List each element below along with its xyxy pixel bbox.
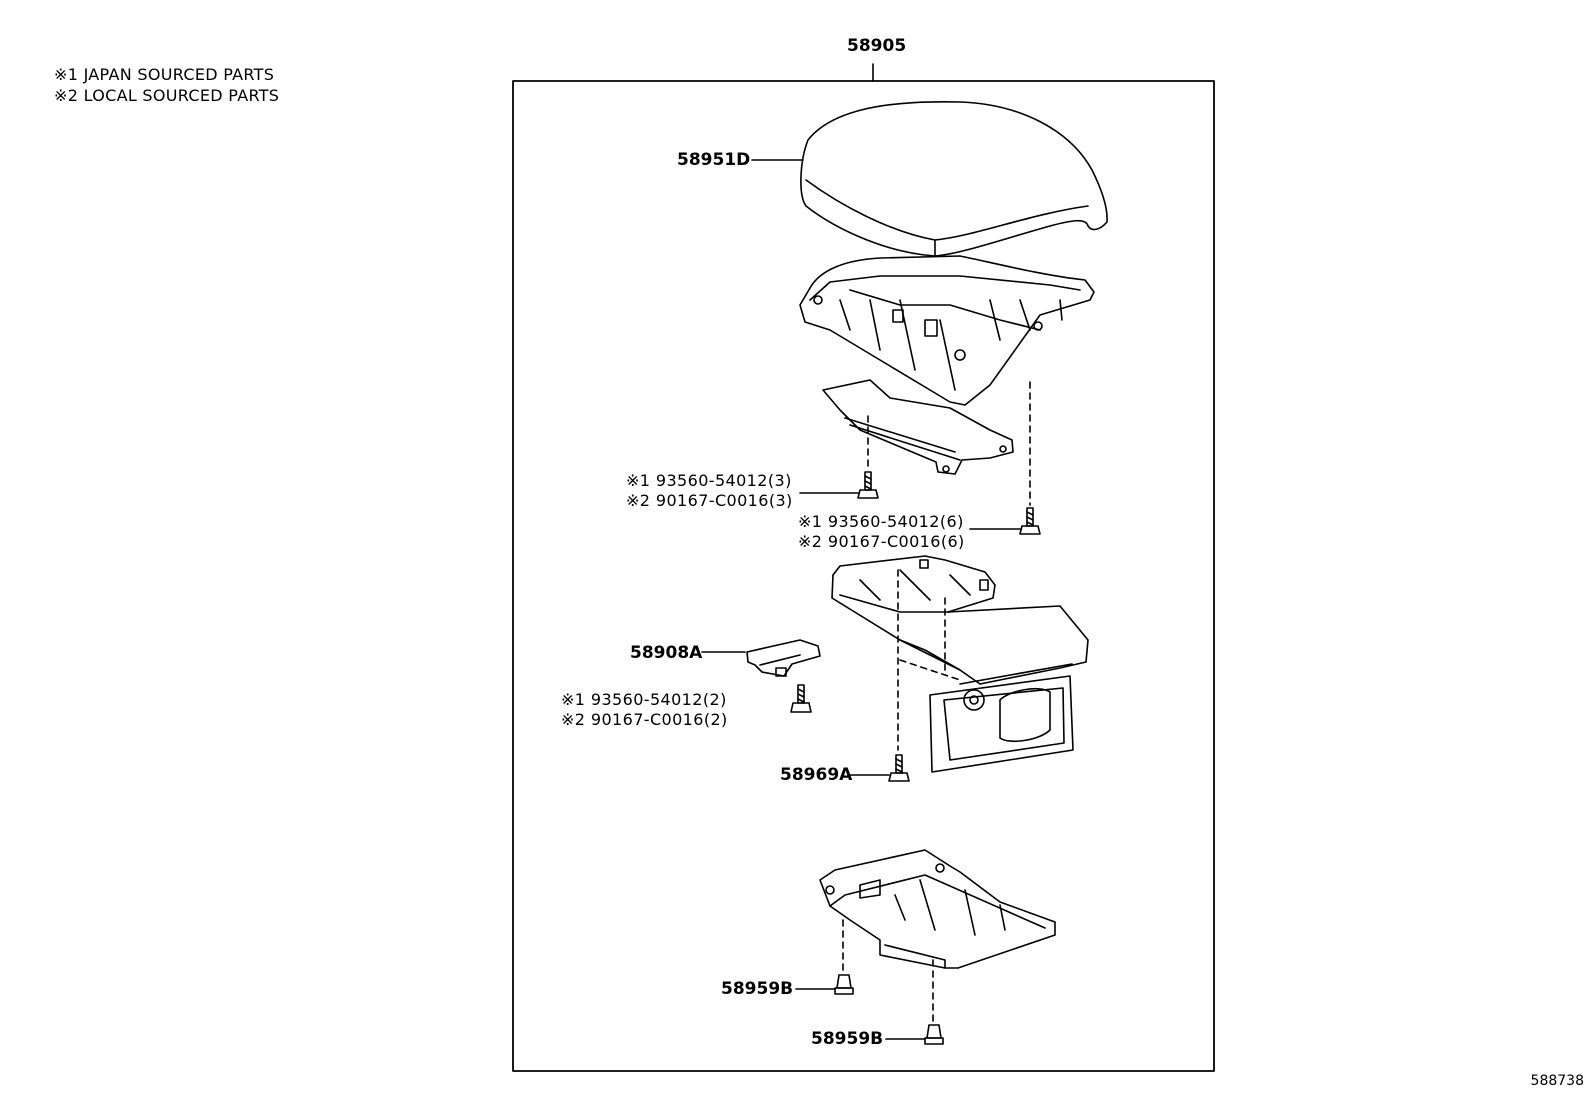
assembly-number: 58905 <box>847 36 907 56</box>
screw-upper-right-local: ※2 90167-C0016(6) <box>798 532 965 551</box>
screw-mid-left-japan: ※1 93560-54012(2) <box>561 690 727 709</box>
screw-upper-right-drawing <box>1019 507 1041 535</box>
screw-upper-left-japan: ※1 93560-54012(3) <box>626 471 792 490</box>
screw-upper-left-drawing <box>857 471 879 499</box>
screw-lower-drawing <box>888 754 910 782</box>
screw-mid-left-drawing <box>790 684 812 713</box>
assembly-frame <box>512 80 1215 1072</box>
hinge-base-drawing <box>831 555 1089 773</box>
armrest-lid-cover-drawing <box>800 100 1108 257</box>
lid-frame-drawing <box>799 255 1095 406</box>
screw-upper-left-callout: ※1 93560-54012(3) ※2 90167-C0016(3) <box>626 471 793 511</box>
bracket-part-number: 58908A <box>630 643 703 663</box>
figure-number: 588738 <box>1530 1073 1584 1089</box>
cover-part-number: 58951D <box>677 150 751 170</box>
screw-upper-right-callout: ※1 93560-54012(6) ※2 90167-C0016(6) <box>798 512 965 552</box>
screw-lower-part-number: 58969A <box>780 765 853 785</box>
clip-left-part-number: 58959B <box>721 979 794 999</box>
lid-plate-drawing <box>822 379 1014 475</box>
clip-right-part-number: 58959B <box>811 1029 884 1049</box>
screw-upper-right-japan: ※1 93560-54012(6) <box>798 512 964 531</box>
bracket-drawing <box>746 639 821 677</box>
screw-upper-left-local: ※2 90167-C0016(3) <box>626 491 793 510</box>
clip-right-drawing <box>924 1024 944 1045</box>
clip-left-drawing <box>834 974 854 995</box>
screw-mid-left-callout: ※1 93560-54012(2) ※2 90167-C0016(2) <box>561 690 728 730</box>
legend: ※1 JAPAN SOURCED PARTS ※2 LOCAL SOURCED … <box>54 64 279 106</box>
screw-mid-left-local: ※2 90167-C0016(2) <box>561 710 728 729</box>
hinge-dashed-3 <box>899 659 961 681</box>
legend-local-sourced: ※2 LOCAL SOURCED PARTS <box>54 86 280 105</box>
bottom-base-drawing <box>819 849 1056 969</box>
legend-japan-sourced: ※1 JAPAN SOURCED PARTS <box>54 65 275 84</box>
